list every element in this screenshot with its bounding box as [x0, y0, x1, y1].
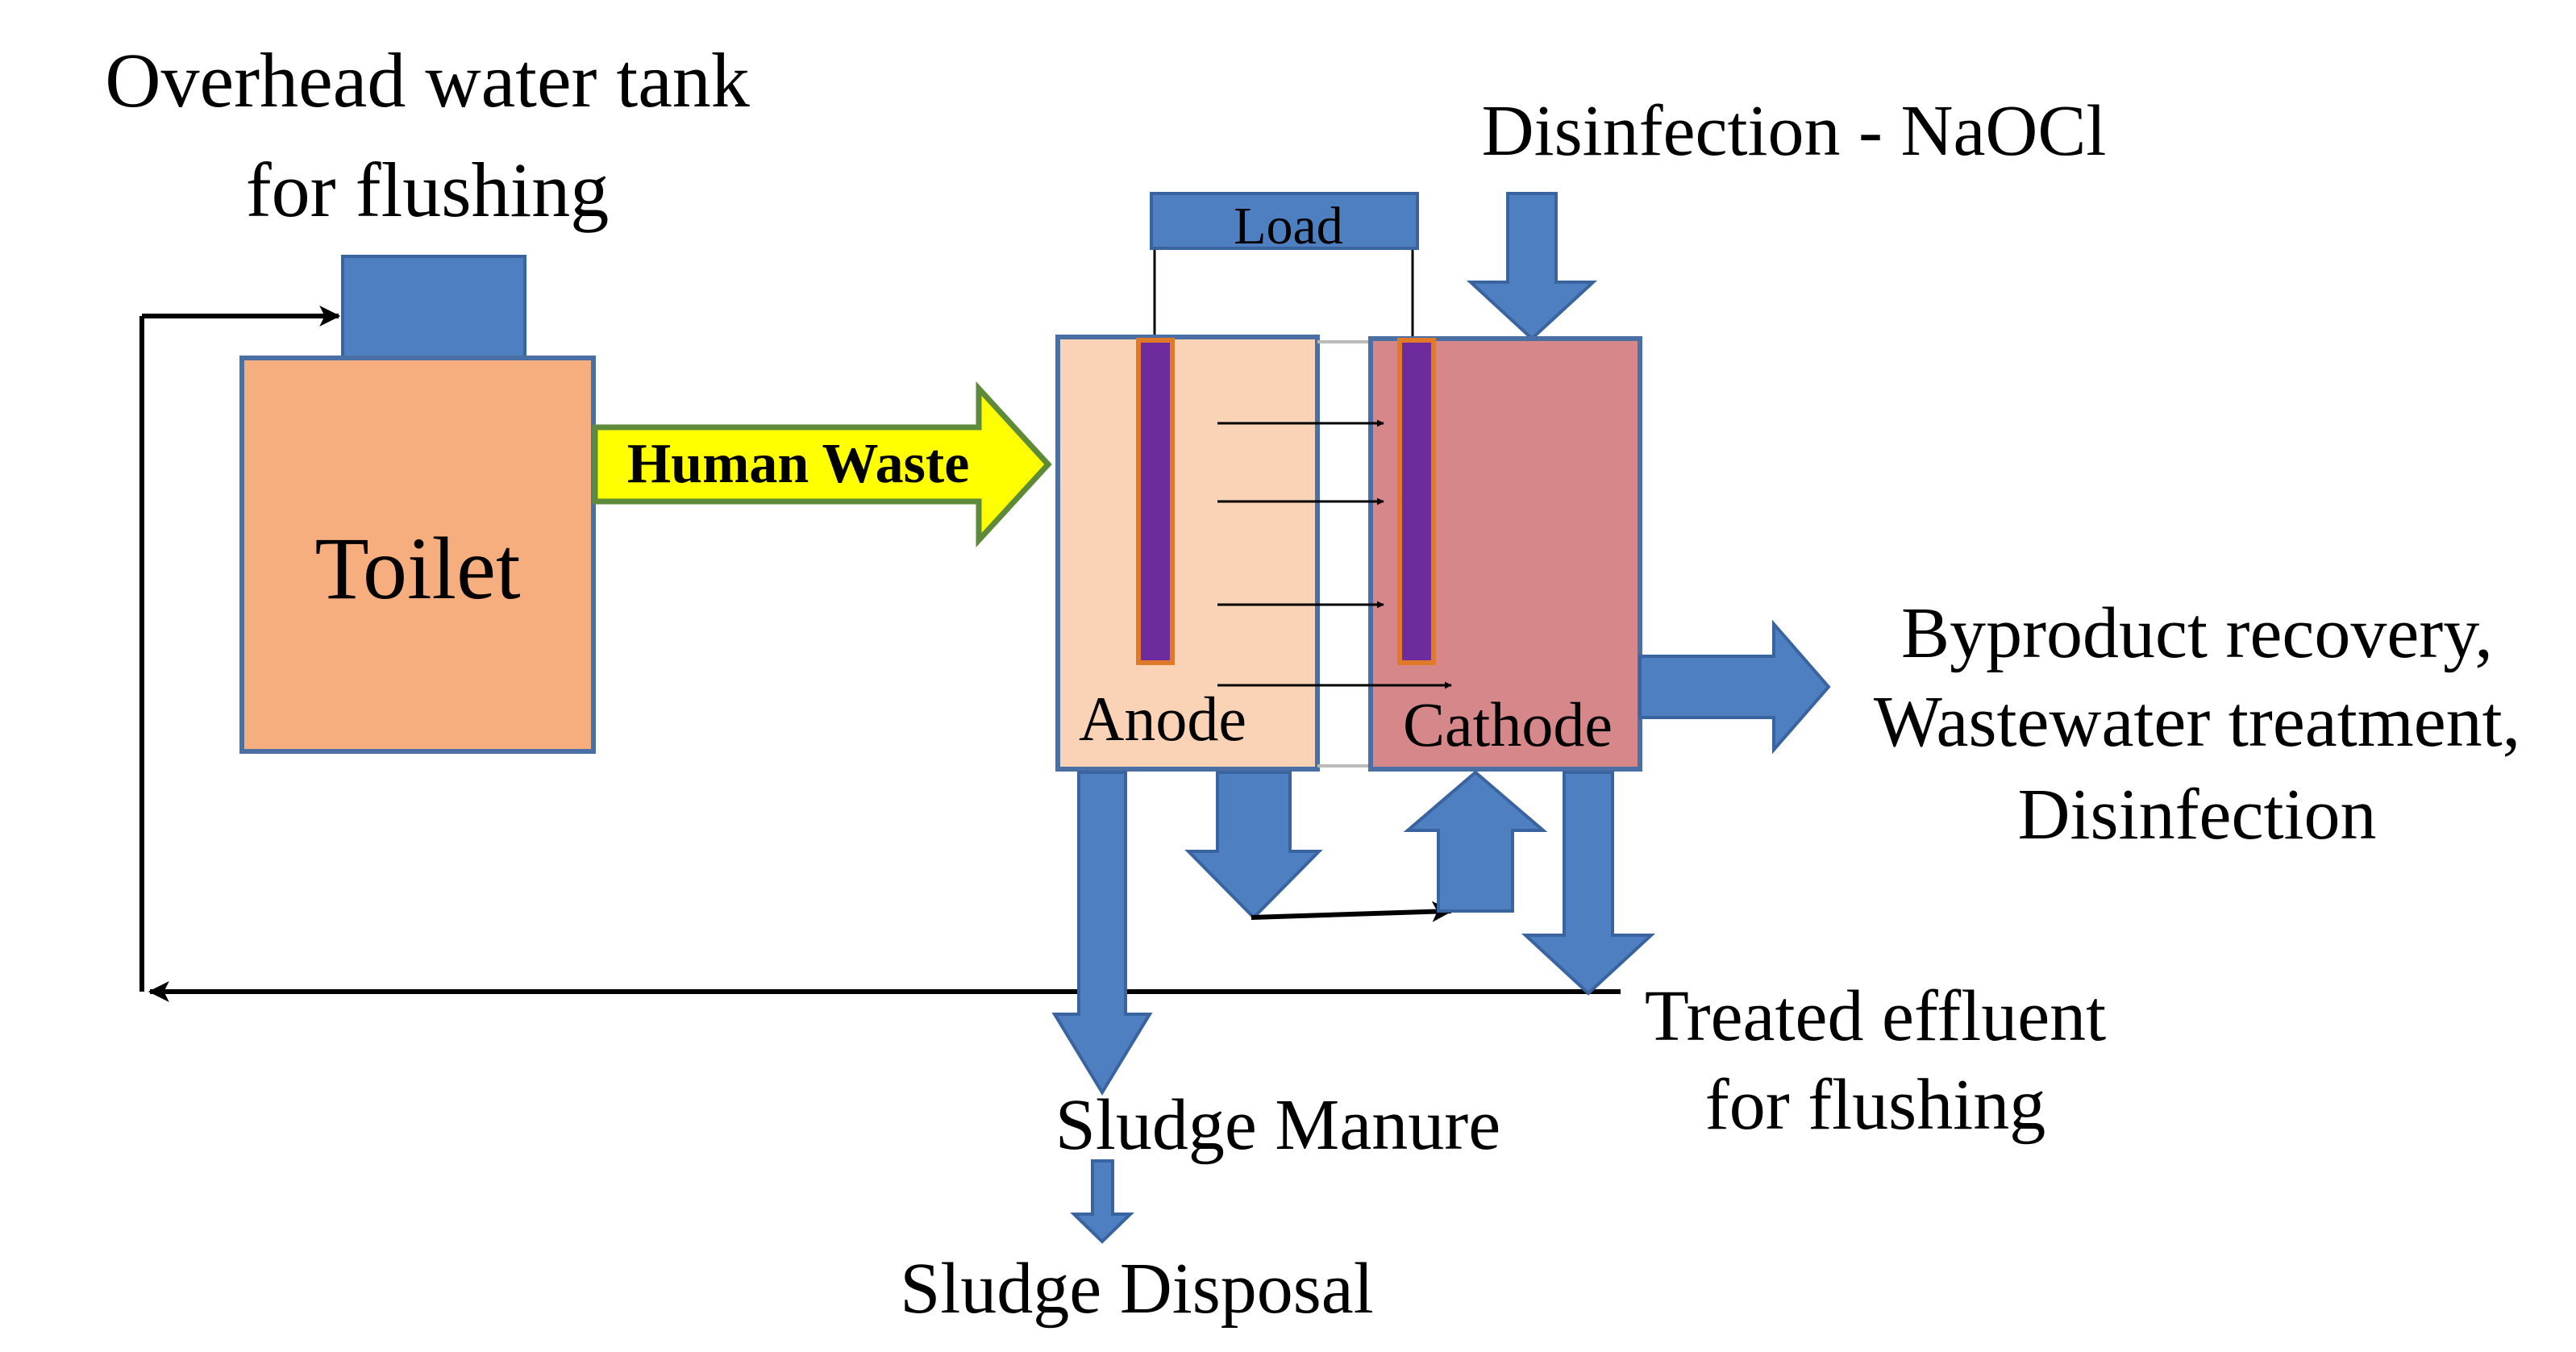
toilet-label: Toilet	[314, 519, 520, 618]
treated-line1: Treated effluent	[1645, 976, 2106, 1056]
anode-electrode	[1136, 338, 1175, 665]
tank-title-line1: Overhead water tank	[105, 37, 750, 123]
load-box	[1150, 192, 1419, 250]
sludge-manure-arrow	[1051, 771, 1153, 1096]
transfer-line	[1251, 901, 1454, 922]
treated-line2: for flushing	[1705, 1065, 2045, 1145]
treated-effluent-arrow	[1521, 771, 1656, 996]
cathode-inflow-arrow	[1403, 770, 1548, 913]
byproduct-arrow	[1638, 619, 1831, 755]
byproduct-line3: Disinfection	[2018, 775, 2377, 855]
recirculation-line	[139, 306, 1621, 1002]
disinfection-arrow	[1466, 192, 1598, 341]
cathode-electrode	[1397, 338, 1436, 665]
toilet-box	[239, 356, 596, 754]
human-waste-label: Human Waste	[627, 433, 970, 495]
load-label: Load	[1234, 197, 1343, 256]
disinfection-label: Disinfection - NaOCl	[1482, 91, 2107, 171]
sludge-disposal-arrow	[1070, 1159, 1134, 1244]
anode-label: Anode	[1079, 684, 1246, 754]
proton-flow-arrows	[1217, 419, 1452, 689]
anode-outflow-arrow	[1184, 771, 1323, 920]
anode-chamber	[1055, 335, 1320, 772]
sludge-manure-label: Sludge Manure	[1055, 1085, 1500, 1165]
sludge-disposal-label: Sludge Disposal	[900, 1249, 1374, 1329]
overhead-tank	[341, 255, 526, 361]
byproduct-line1: Byproduct recovery,	[1901, 593, 2493, 673]
byproduct-line2: Wastewater treatment,	[1874, 682, 2520, 762]
cathode-label: Cathode	[1403, 689, 1613, 759]
tank-title-line2: for flushing	[246, 147, 610, 233]
human-waste-arrow	[592, 381, 1052, 548]
